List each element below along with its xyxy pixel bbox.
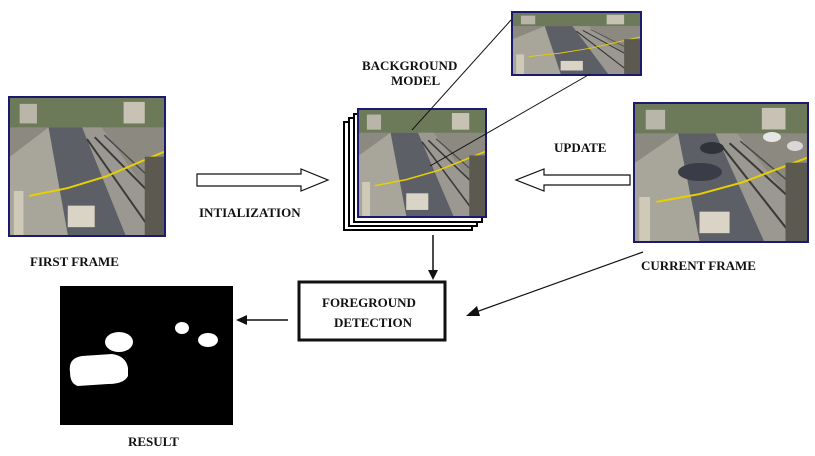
initialization-label: INTIALIZATION: [199, 205, 301, 220]
current-frame-label: CURRENT FRAME: [641, 258, 756, 273]
foreground-detection-label-line2: DETECTION: [334, 315, 413, 330]
update-label: UPDATE: [554, 140, 606, 155]
initialization-arrow: [197, 169, 328, 191]
update-arrow: [516, 169, 630, 191]
model-to-detection-arrowhead: [428, 270, 438, 280]
current-to-detection-arrowhead: [466, 306, 480, 316]
background-model-label-line1: BACKGROUND: [362, 58, 457, 73]
result-mask-image: [60, 286, 233, 425]
current-to-detection-arrow: [476, 252, 643, 312]
detection-to-result-arrowhead: [236, 315, 247, 325]
foreground-detection-label-line1: FOREGROUND: [322, 295, 416, 310]
current-frame-image: [633, 102, 809, 243]
first-frame-image: [8, 96, 166, 237]
result-blob-small: [175, 322, 189, 334]
foreground-detection-box: [299, 282, 445, 340]
first-frame-label: FIRST FRAME: [30, 254, 119, 269]
result-blob-right: [198, 333, 218, 347]
result-blob-car: [70, 354, 128, 386]
result-blob-mid: [105, 332, 133, 352]
result-label: RESULT: [128, 434, 179, 449]
background-model-label-line2: MODEL: [391, 73, 440, 88]
background-model-inset-image: [511, 11, 642, 76]
